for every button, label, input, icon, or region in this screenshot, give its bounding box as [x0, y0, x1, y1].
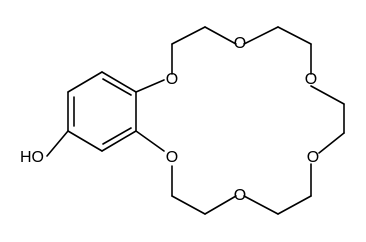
bond-ring-4 [67, 130, 103, 152]
bond-chain-7 [310, 85, 345, 105]
bond-chain-3 [204, 26, 237, 45]
oxygen-label-4: O [307, 149, 319, 166]
benzene-ring [67, 71, 137, 152]
oxygen-label-3: O [305, 71, 317, 88]
crown-ether-chain [171, 26, 345, 215]
bond-chain-2 [171, 26, 206, 45]
oxygen-label-1: O [166, 71, 178, 88]
double-bond-inner-2 [102, 127, 132, 145]
bond-to-oxygen-bottom [135, 130, 165, 152]
oxygen-label-2: O [234, 35, 246, 52]
bond-chain-5 [277, 26, 312, 45]
bond-ring-3 [101, 130, 137, 152]
double-bond-inner-1 [102, 78, 132, 96]
bond-chain-14 [171, 195, 206, 215]
bond-chain-12 [243, 195, 279, 215]
bond-chain-4 [243, 26, 279, 45]
bond-ring-6 [67, 71, 103, 93]
bond-to-oxygen-top [135, 79, 165, 93]
oxygen-label-6: O [166, 149, 178, 166]
bond-chain-13 [204, 195, 237, 215]
bond-chain-9 [318, 132, 345, 154]
bond-to-hydroxyl [46, 130, 69, 157]
hydroxyl-label: HO [20, 149, 44, 166]
oxygen-label-5: O [234, 187, 246, 204]
bond-chain-11 [277, 195, 312, 215]
bond-ring-1 [101, 71, 137, 93]
